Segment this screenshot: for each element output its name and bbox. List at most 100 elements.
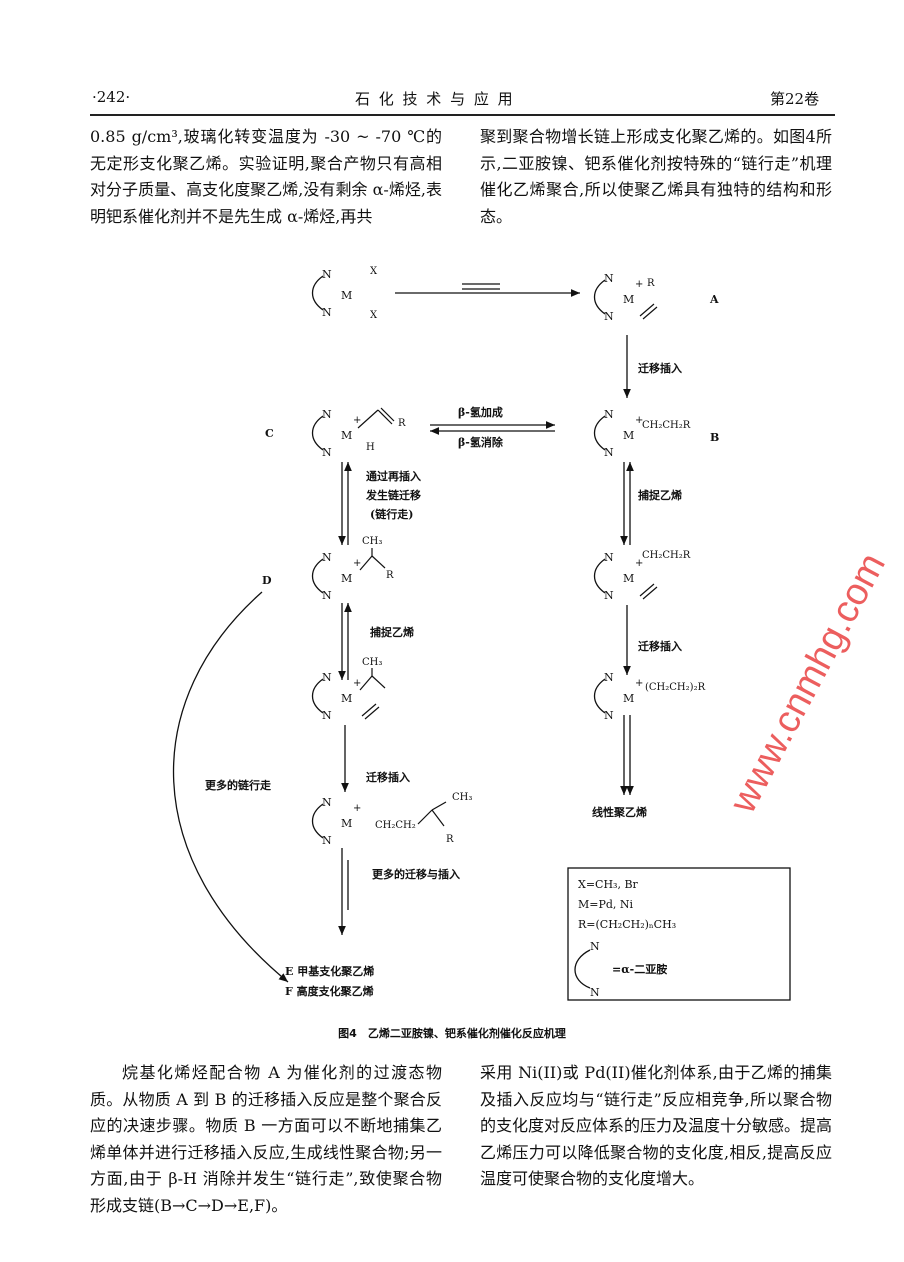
- atom-N: N: [322, 446, 332, 459]
- atom-M: M: [341, 817, 352, 830]
- charge-plus: +: [635, 558, 643, 569]
- group-label: CH₂CH₂R: [642, 420, 691, 431]
- atom-N: N: [322, 551, 332, 564]
- paragraph: 0.85 g/cm³,玻璃化转变温度为 -30 ~ -70 ℃的无定形支化聚乙烯…: [90, 127, 442, 226]
- step-label: 通过再插入: [366, 469, 421, 483]
- charge-plus: +: [353, 558, 361, 569]
- diimine-ligand-arc: [311, 803, 324, 839]
- legend-ligand-arc: [574, 949, 591, 989]
- legend-line: R=(CH₂CH₂)ₙCH₃: [578, 918, 676, 931]
- diimine-ligand-arc: [311, 275, 324, 311]
- diimine-ligand-arc: [311, 558, 324, 594]
- step-label: 捕捉乙烯: [638, 488, 682, 502]
- bond: [417, 809, 433, 825]
- atom-N: N: [322, 671, 332, 684]
- bond: [359, 675, 373, 691]
- group-label: (CH₂CH₂)₂R: [645, 682, 706, 693]
- label-D: D: [262, 574, 272, 587]
- atom-N: N: [322, 408, 332, 421]
- product-label: E 甲基支化聚乙烯: [285, 964, 374, 978]
- bond: [371, 555, 386, 569]
- label-B: B: [710, 431, 719, 444]
- group-label: CH₃: [362, 536, 382, 547]
- group-label: CH₃: [362, 657, 382, 668]
- bottom-text-right: 采用 Ni(II)或 Pd(II)催化剂体系,由于乙烯的捕集及插入反应均与“链行…: [480, 1060, 832, 1193]
- atom-N: N: [322, 709, 332, 722]
- chain-walk-curve: [172, 591, 289, 983]
- atom-N: N: [604, 709, 614, 722]
- catalyst-complexes: NNMXXNNM+RNNM+HRNNM+CH₂CH₂RNNM+CH₃RNNM+C…: [311, 266, 706, 847]
- atom-N: N: [604, 551, 614, 564]
- atom-M: M: [341, 572, 352, 585]
- charge-plus: +: [635, 678, 643, 689]
- top-text-left: 0.85 g/cm³,玻璃化转变温度为 -30 ~ -70 ℃的无定形支化聚乙烯…: [90, 124, 442, 230]
- step-label: 更多的链行走: [205, 778, 271, 792]
- atom-N: N: [322, 796, 332, 809]
- step-label: 捕捉乙烯: [370, 625, 414, 639]
- group-label: CH₂CH₂R: [642, 550, 691, 561]
- group-label: R: [647, 278, 655, 289]
- product-label: 线性聚乙烯: [592, 805, 647, 819]
- diimine-ligand-arc: [311, 415, 324, 451]
- legend-line: X=CH₃, Br: [578, 878, 639, 891]
- atom-N: N: [604, 671, 614, 684]
- atom-M: M: [341, 429, 352, 442]
- atom-M: M: [623, 572, 634, 585]
- atom-N: N: [604, 310, 614, 323]
- atom-M: M: [623, 293, 634, 306]
- step-label: β-氢加成: [458, 405, 503, 419]
- atom-N: N: [322, 306, 332, 319]
- bond: [380, 407, 395, 422]
- charge-plus: +: [353, 415, 361, 426]
- atom-N: N: [604, 272, 614, 285]
- atom-N: N: [322, 589, 332, 602]
- group-label: CH₂CH₂: [375, 820, 416, 831]
- bond: [377, 409, 393, 425]
- legend-box: [567, 867, 791, 1001]
- paragraph: 采用 Ni(II)或 Pd(II)催化剂体系,由于乙烯的捕集及插入反应均与“链行…: [480, 1063, 833, 1188]
- charge-plus: +: [635, 279, 643, 290]
- charge-plus: +: [635, 415, 643, 426]
- step-label: 迁移插入: [638, 361, 682, 375]
- product-label: F 高度支化聚乙烯: [285, 984, 374, 998]
- bond: [371, 675, 386, 689]
- legend-N: N: [590, 940, 600, 953]
- paragraph: 烷基化烯烃配合物 A 为催化剂的过渡态物质。从物质 A 到 B 的迁移插入反应是…: [90, 1063, 442, 1215]
- group-label: CH₃: [452, 792, 472, 803]
- header-rule: [90, 114, 835, 116]
- step-label: 迁移插入: [638, 639, 682, 653]
- bond: [364, 706, 380, 720]
- group-label: X: [370, 266, 378, 277]
- group-label: H: [366, 442, 375, 453]
- group-label: X: [370, 310, 378, 321]
- atom-N: N: [322, 834, 332, 847]
- step-label: 更多的迁移与插入: [372, 867, 460, 881]
- diimine-ligand-arc: [593, 279, 606, 315]
- top-text-right: 聚到聚合物增长链上形成支化聚乙烯的。如图4所示,二亚胺镍、钯系催化剂按特殊的“链…: [480, 124, 832, 230]
- step-label: 发生链迁移: [365, 488, 421, 502]
- bond: [639, 583, 655, 597]
- label-A: A: [709, 293, 719, 306]
- volume: 第22卷: [770, 90, 820, 108]
- figure-caption: 图4 乙烯二亚胺镍、钯系催化剂催化反应机理: [338, 1027, 566, 1040]
- atom-N: N: [604, 408, 614, 421]
- journal-title: 石 化 技 术 与 应 用: [355, 90, 515, 108]
- charge-plus: +: [353, 678, 361, 689]
- diimine-ligand-arc: [593, 415, 606, 451]
- bond: [642, 586, 658, 600]
- atom-M: M: [623, 692, 634, 705]
- step-label: (链行走): [370, 507, 413, 521]
- group-label: R: [446, 834, 454, 845]
- charge-plus: +: [353, 803, 361, 814]
- bond: [357, 409, 379, 429]
- legend-N: N: [590, 986, 600, 999]
- atom-N: N: [604, 446, 614, 459]
- page-number: ·242·: [92, 88, 131, 106]
- diimine-ligand-arc: [593, 558, 606, 594]
- atom-M: M: [623, 429, 634, 442]
- atom-M: M: [341, 692, 352, 705]
- step-label: β-氢消除: [458, 435, 504, 449]
- paragraph: 聚到聚合物增长链上形成支化聚乙烯的。如图4所示,二亚胺镍、钯系催化剂按特殊的“链…: [480, 127, 832, 226]
- bottom-text-left: 烷基化烯烃配合物 A 为催化剂的过渡态物质。从物质 A 到 B 的迁移插入反应是…: [90, 1060, 442, 1219]
